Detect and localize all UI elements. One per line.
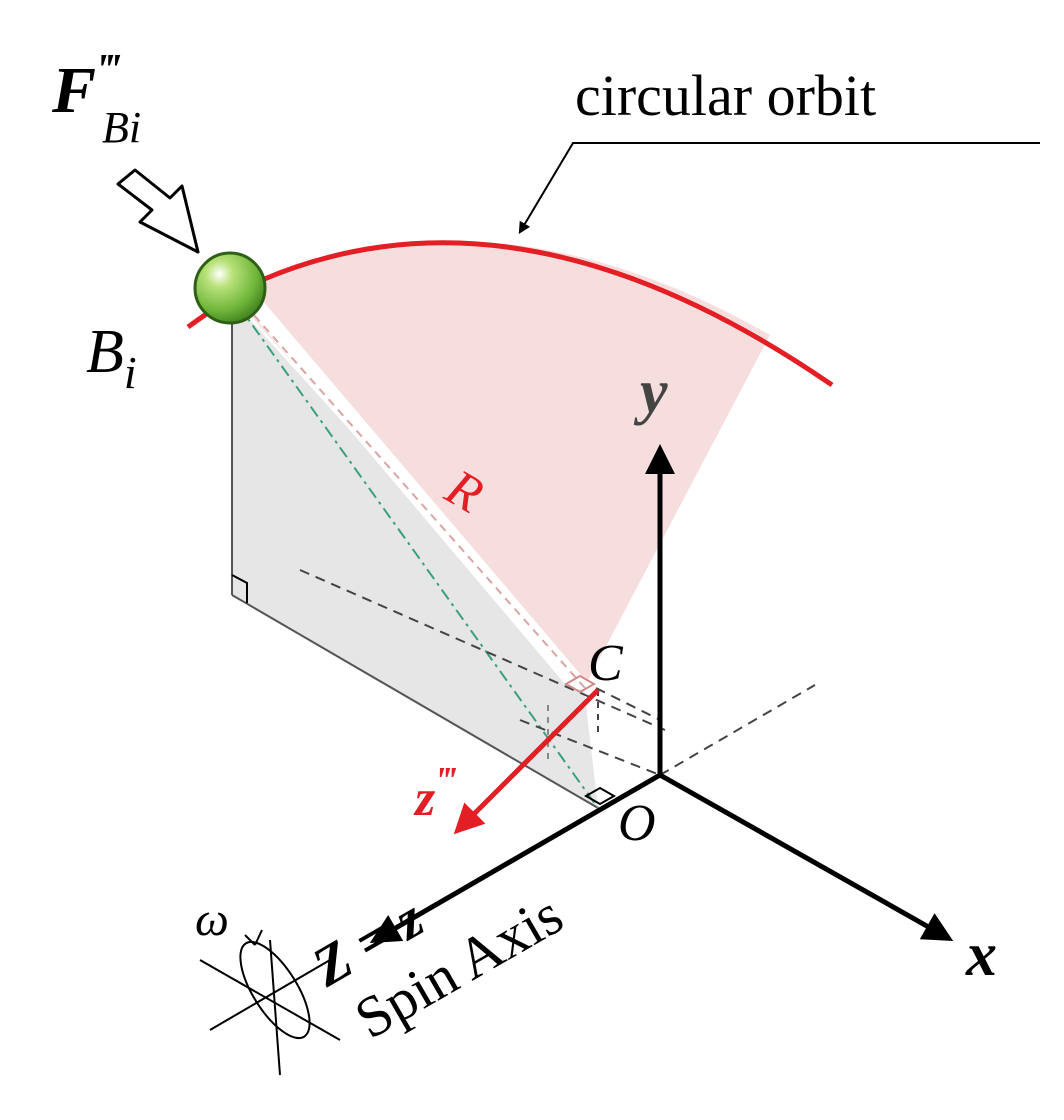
- x-axis-line: [658, 772, 954, 941]
- omega-label: ω: [195, 893, 229, 946]
- orbit-label: circular orbit: [575, 63, 876, 128]
- origin-label: O: [618, 795, 656, 852]
- z-triple-prime-label: z‴: [413, 760, 456, 827]
- construction-dash-2: [595, 687, 661, 721]
- radius-line: [244, 304, 586, 689]
- center-label: C: [588, 635, 624, 692]
- construction-dash-4: [659, 684, 816, 776]
- x-axis-label: x: [965, 921, 997, 989]
- right-angle-marker: [563, 674, 597, 694]
- ball-icon: [193, 251, 267, 325]
- hollow-arrow-icon: [116, 168, 200, 254]
- plane-bottom-edge: [231, 594, 599, 809]
- z-axis-line: [369, 772, 662, 944]
- right-angle-marker: [583, 786, 617, 806]
- orbit-callout-leader: [518, 142, 1040, 235]
- ball-label: Bi: [86, 318, 137, 398]
- construction-dash-1: [299, 569, 666, 731]
- diagonal-band: [240, 300, 592, 690]
- orbit-sector-fill: [232, 241, 770, 688]
- force-label: F‴Bi: [51, 45, 141, 152]
- z-triple-prime-vector: [453, 688, 600, 835]
- right-angle-marker: [231, 574, 248, 603]
- green-projection-line: [237, 304, 599, 809]
- construction-dash-3: [519, 719, 661, 776]
- rotation-icon: [199, 929, 341, 1076]
